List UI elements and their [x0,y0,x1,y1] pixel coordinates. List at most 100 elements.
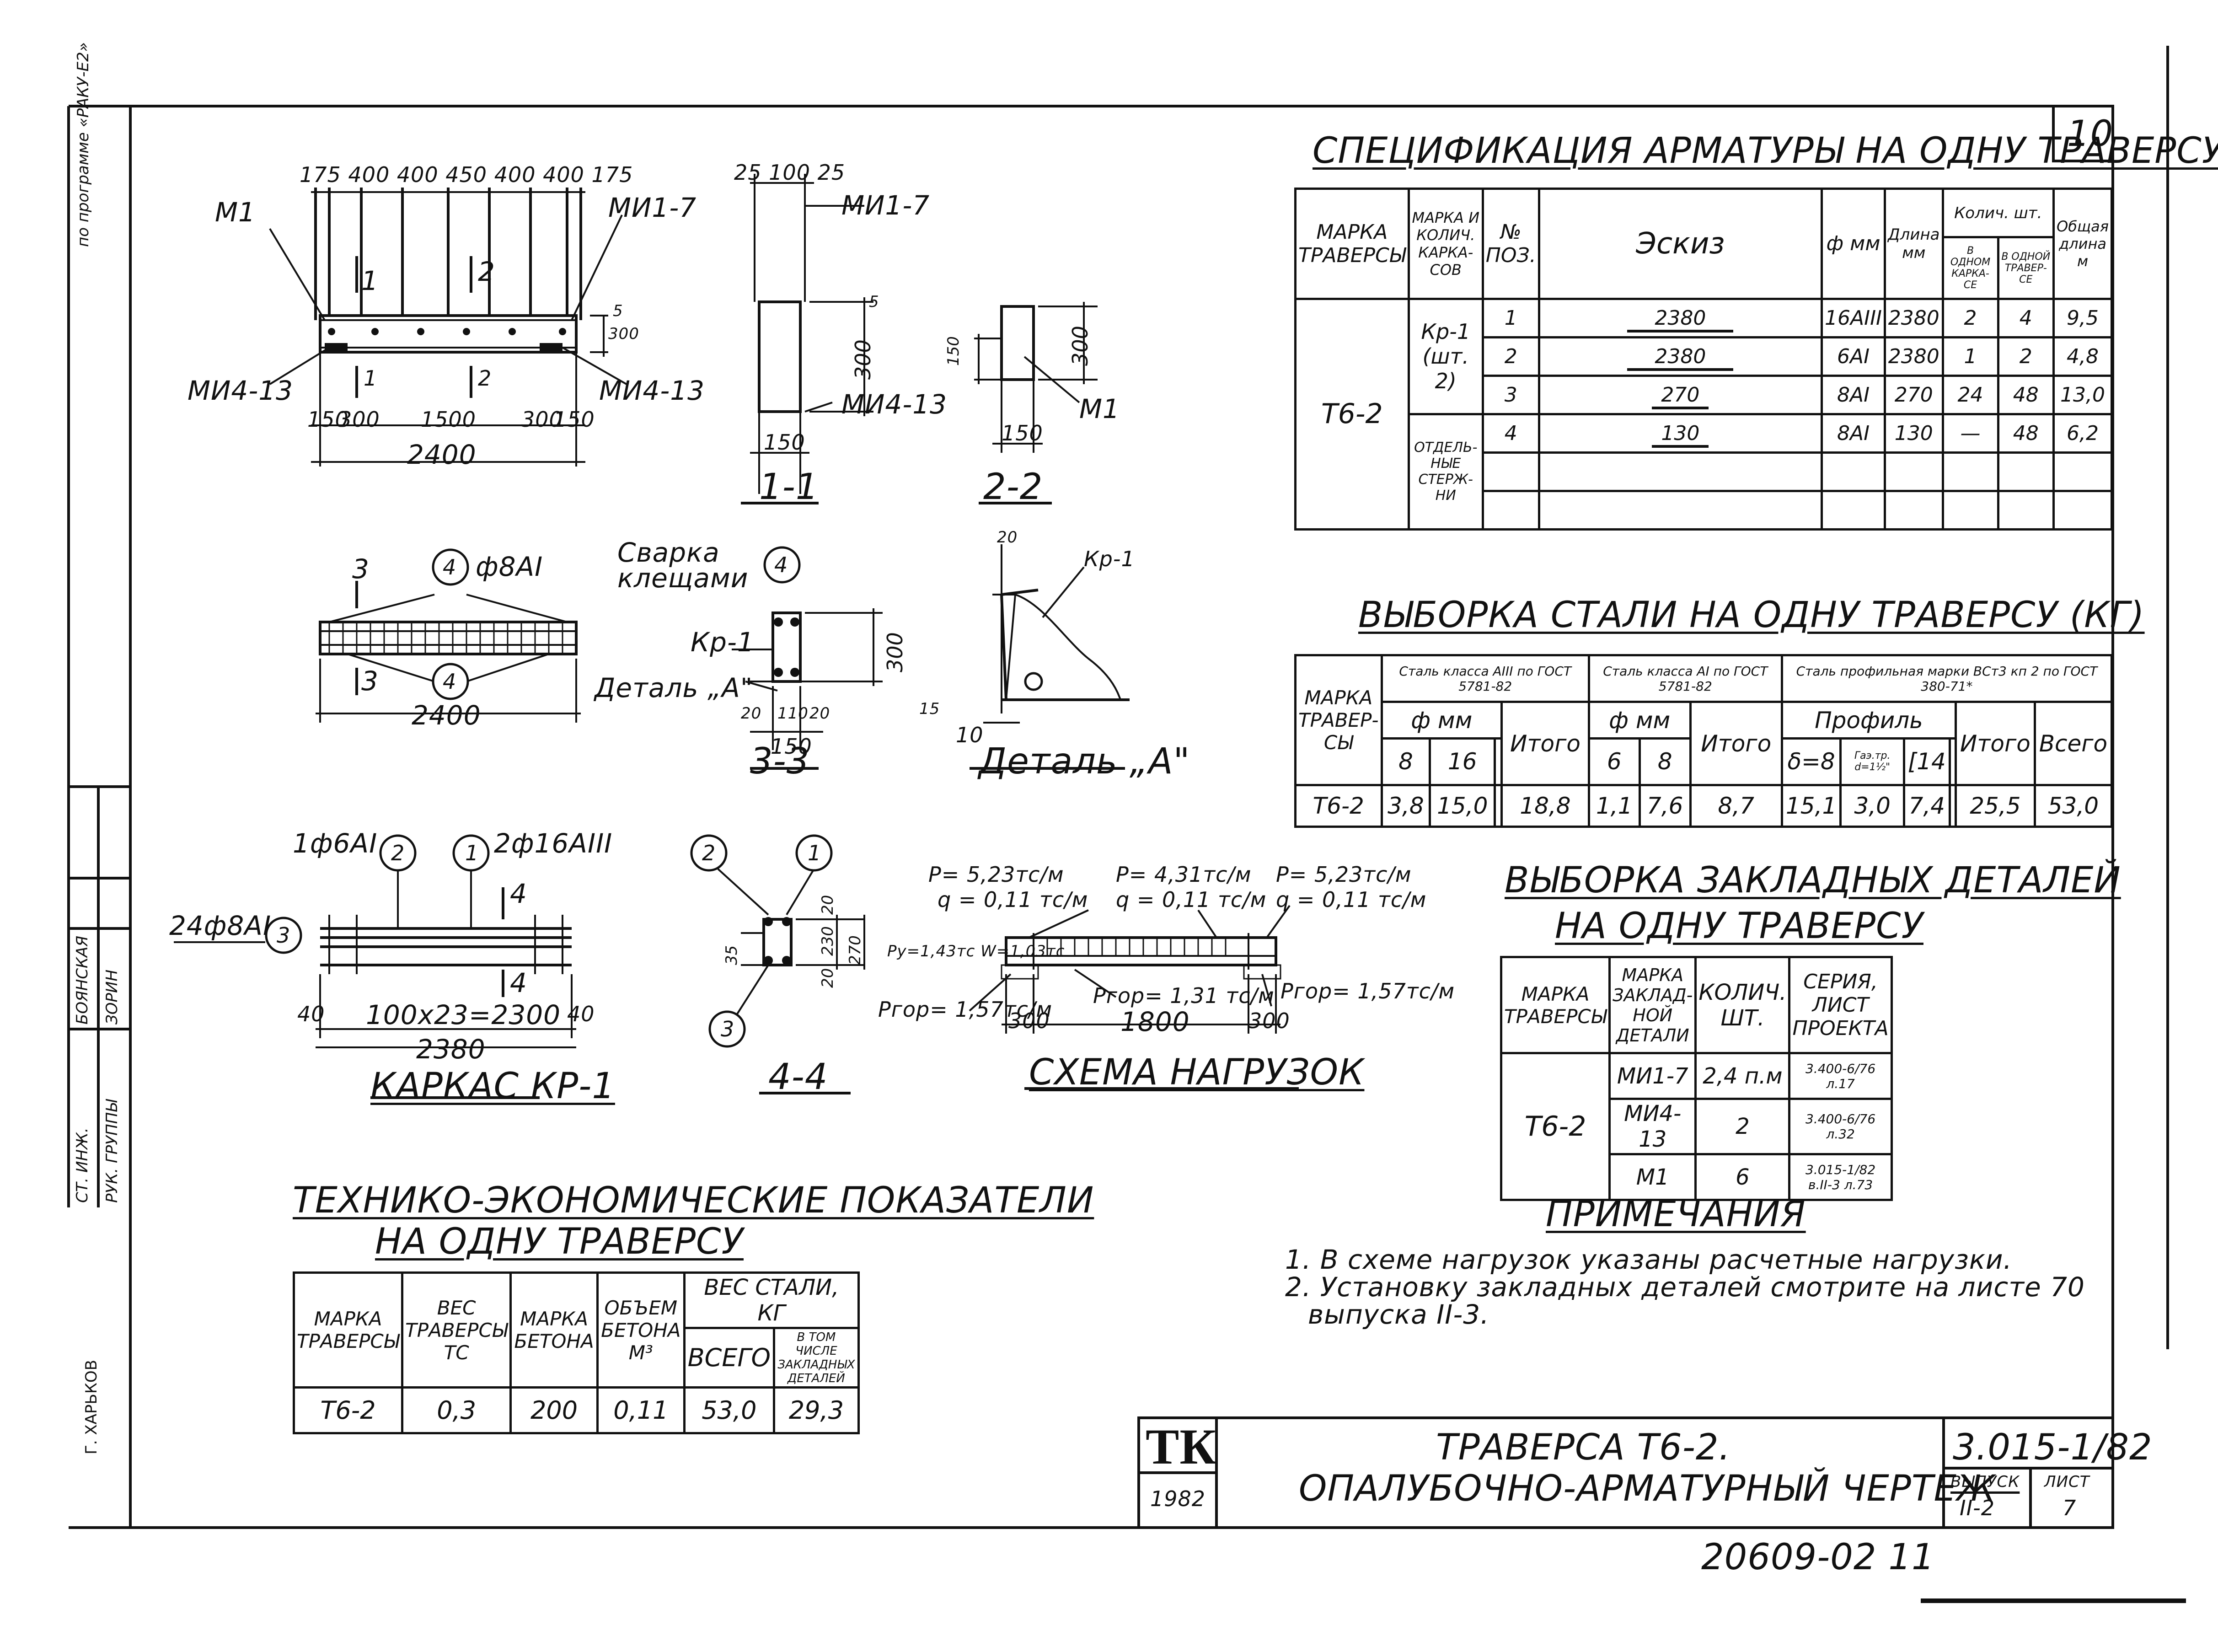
embedded-r1-detail: МИ1-7 [1608,1052,1697,1100]
s22-w150: 150 [1002,421,1043,445]
spec-r4-sketch: 130 [1538,413,1823,454]
load-p-mid: P= 4,31тс/м [1116,862,1252,887]
note-1: 1. В схеме нагрузок указаны расчетные на… [1285,1244,2012,1275]
spec-r4-sketch-value: 130 [1652,421,1709,448]
s44-title: 4-4 [768,1057,828,1098]
spec-r1-sketch: 2380 [1538,297,1823,338]
pos-circle-4-4-2 [690,834,728,872]
tech-h-volume: ОБЪЕМ БЕТОНА М³ [596,1271,686,1389]
notes-title: ПРИМЕЧАНИЯ [1546,1194,1806,1235]
s22-label-m1: М1 [1079,393,1120,424]
s11-w150: 150 [764,430,805,455]
tech-h-steel-embedded: В ТОМ ЧИСЛЕ ЗАКЛАДНЫХ ДЕТАЛЕЙ [772,1327,860,1389]
embedded-h-mark: МАРКА ТРАВЕРСЫ [1500,956,1611,1054]
spec-h-dia: ф мм [1821,188,1886,300]
pos-circle-4-4-1 [795,834,833,872]
embedded-table: МАРКА ТРАВЕРСЫ МАРКА ЗАКЛАД-НОЙ ДЕТАЛИ К… [1500,956,1893,1201]
frame-plan-mark-3-bottom: 3 [361,665,379,697]
spec-r3-sketch-value: 270 [1652,383,1709,409]
side-stamp-role-1: РУК. ГРУППЫ [103,1099,121,1203]
s33-detail: Деталь „А" [595,672,753,703]
spec-r4-qb: 48 [1997,413,2055,454]
tech-h-steel-total: ВСЕГО [683,1327,775,1389]
kr1-mark-3: 3 [277,923,291,948]
tech-h-concrete: МАРКА БЕТОНА [509,1271,599,1389]
title-year: 1982 [1150,1486,1206,1511]
steel-col-empty-1 [1494,737,1503,787]
embedded-r3-qty: 6 [1694,1153,1791,1201]
title-issue-label: ВЫПУСК [1950,1473,2020,1491]
embedded-mark: Т6-2 [1500,1052,1611,1201]
detail-a-15: 15 [919,700,940,718]
label-mi4-left: МИ4-13 [188,375,294,406]
spec-r2-total: 4,8 [2052,336,2113,377]
kr1-total: 2380 [416,1034,486,1065]
s22-h300: 300 [1068,326,1093,366]
tech-row-mark: Т6-2 [292,1386,404,1434]
steel-col-itogo-3: Итого [1954,701,2036,787]
dim-h300-top: 300 [608,325,639,343]
kr1-mark-1: 1 [465,841,479,865]
s44-h35: 35 [723,945,741,965]
s11-title: 1-1 [759,467,819,508]
steel-col-total: Всего [2033,701,2113,787]
steel-row-16: 15,0 [1429,784,1496,828]
s11-dims: 25 100 25 [734,160,846,185]
tech-row-concrete: 200 [509,1386,599,1434]
embedded-r1-series: 3.400-6/76 л.17 [1788,1052,1893,1100]
tech-h-steel: ВЕС СТАЛИ, КГ [683,1271,860,1329]
s22-title: 2-2 [983,467,1043,508]
load-p-right: P= 5,23тс/м [1276,862,1412,887]
steel-row-8: 3,8 [1380,784,1431,828]
section-mark-1: 1 [361,265,379,296]
spec-r4-pos: 4 [1481,413,1540,454]
pos-circle-bottom [432,663,469,700]
tech-row-steel-embedded: 29,3 [772,1386,860,1434]
section-mark-1-bottom: 1 [364,366,378,391]
s44-h270: 270 [846,935,864,965]
spec-separate-label: ОТДЕЛЬ-НЫЕ СТЕРЖ-НИ [1407,413,1484,531]
steel-col-pipe: Гаэ.тр. d=1½" [1839,737,1906,787]
spec-h-frame: МАРКА И КОЛИЧ. КАРКА-СОВ [1407,188,1484,300]
spec-h-qty: Колич. шт. [1941,187,2055,239]
steel-col-8: 8 [1380,737,1431,787]
spec-r4-total: 6,2 [2052,413,2113,454]
spec-r3-total: 13,0 [2052,374,2113,415]
embedded-r3-series: 3.015-1/82 в.II-3 л.73 [1788,1153,1893,1201]
spec-r1-qb: 4 [1997,297,2055,338]
s44-dim-230: 230 [819,926,837,956]
spec-r2-len: 2380 [1884,336,1944,377]
kr1-bar2: 2ф16АIII [494,828,613,859]
load-rgor-left: Ргор= 1,57тс/м [878,997,1053,1022]
pos-circle-top [432,548,469,586]
steel-col-empty-2 [1948,737,1957,787]
s11-h5: 5 [869,293,879,311]
spec-r3-len: 270 [1884,374,1944,415]
title-sheet: 7 [2063,1496,2077,1520]
embedded-r2-detail: МИ4-13 [1608,1098,1697,1155]
embedded-r3-detail: М1 [1608,1153,1697,1201]
load-p-left: P= 5,23тс/м [928,862,1064,887]
load-title: СХЕМА НАГРУЗОК [1029,1052,1365,1093]
title-line-1: ТРАВЕРСА Т6-2. [1436,1427,1731,1468]
pos-circle-3 [265,917,302,954]
spec-h-len: Длина мм [1884,188,1944,300]
title-line-2: ОПАЛУБОЧНО-АРМАТУРНЫЙ ЧЕРТЕЖ [1299,1468,1996,1509]
tech-h-mark: МАРКА ТРАВЕРСЫ [292,1271,404,1389]
s33-w150: 150 [771,734,812,759]
spec-r1-pos: 1 [1481,297,1540,338]
page-number: 10 [2067,113,2114,155]
dim-bottom-300-r: 300 [521,407,563,432]
kr1-title: КАРКАС КР-1 [370,1066,615,1107]
steel-table: МАРКА ТРАВЕР-СЫ Сталь класса АIII по ГОС… [1294,654,2113,828]
spec-title: СПЕЦИФИКАЦИЯ АРМАТУРЫ НА ОДНУ ТРАВЕРСУ [1313,130,2218,172]
steel-h-profile: Профиль [1780,701,1957,740]
s33-dim-110: 110 [777,704,809,723]
spec-table: МАРКА ТРАВЕРСЫ МАРКА И КОЛИЧ. КАРКА-СОВ … [1294,187,2113,531]
frame-plan-pos-bottom: 4 [443,669,457,694]
section-mark-2-bottom: 2 [478,366,492,391]
embedded-r2-qty: 2 [1694,1098,1791,1155]
spec-h-qty-beam: В ОДНОЙ ТРАВЕР-СЕ [1997,236,2055,300]
steel-row-itogo-3: 25,5 [1954,784,2036,828]
